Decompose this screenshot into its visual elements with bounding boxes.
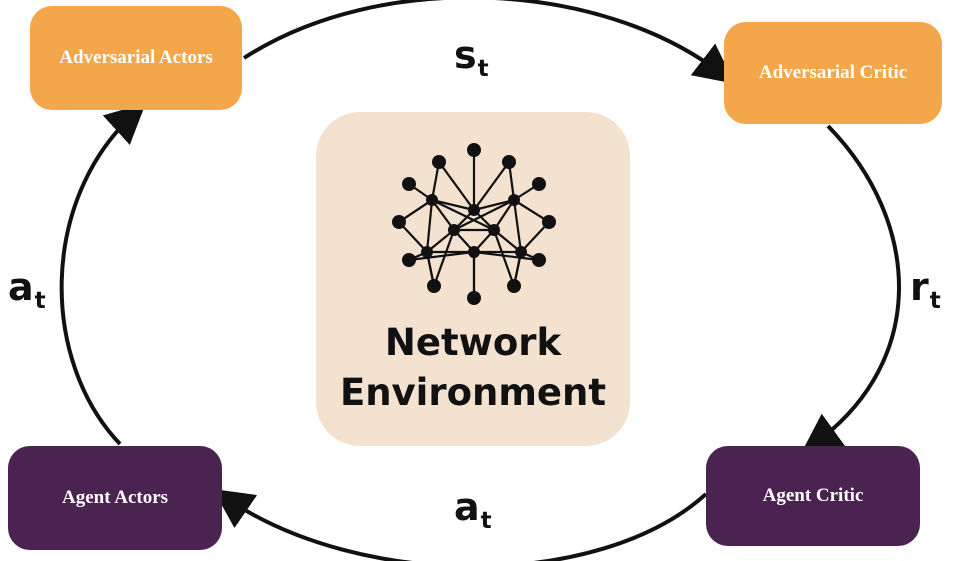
adversarial-actors-label: Adversarial Actors <box>59 47 213 68</box>
agent-critic-label: Agent Critic <box>762 485 864 506</box>
adversarial-critic-node: Adversarial Critic <box>724 22 942 124</box>
reward-subscript: t <box>929 288 941 314</box>
action-symbol-left: a <box>8 265 34 309</box>
arrow-actors-to-critic <box>242 0 735 84</box>
agent-actors-label: Agent Actors <box>61 487 169 508</box>
adversarial-actors-node: Adversarial Actors <box>30 6 242 110</box>
arrow-agent-critic-to-agent-actors <box>212 488 708 561</box>
action-subscript-bottom: t <box>480 508 492 534</box>
reward-symbol: r <box>910 265 929 309</box>
action-subscript-left: t <box>34 288 46 314</box>
adversarial-critic-label: Adversarial Critic <box>758 62 908 83</box>
network-environment-box: Network Environment <box>316 112 630 446</box>
arrow-critic-to-agent-critic <box>801 124 901 454</box>
neural-network-icon <box>392 143 556 305</box>
state-label: st <box>454 33 489 81</box>
action-symbol-bottom: a <box>454 485 480 529</box>
action-label-bottom: at <box>454 485 492 533</box>
action-label-left: at <box>8 265 46 313</box>
reward-label: rt <box>910 265 941 313</box>
state-subscript: t <box>477 56 489 82</box>
arrow-agent-actors-to-adversarial <box>59 103 146 446</box>
environment-title: Network Environment <box>339 321 607 414</box>
agent-actors-node: Agent Actors <box>8 446 222 550</box>
agent-critic-node: Agent Critic <box>706 446 920 546</box>
state-symbol: s <box>454 33 477 77</box>
